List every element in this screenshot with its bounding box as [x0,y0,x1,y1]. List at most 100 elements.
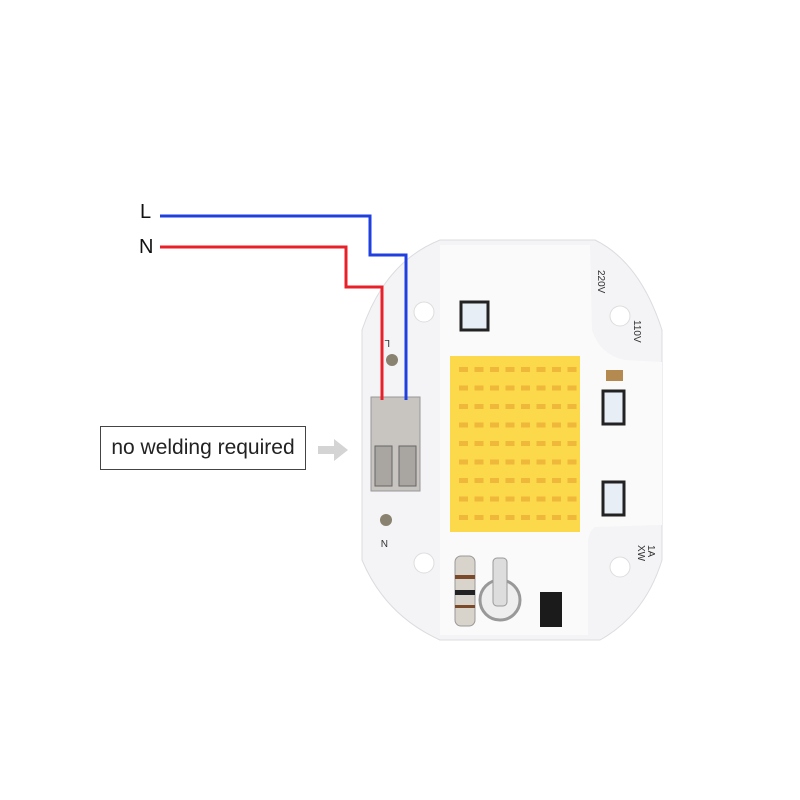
solder-pad [386,354,398,366]
line-wire [160,214,408,400]
led-chip [505,459,515,465]
smd-component [601,480,626,517]
led-chip [521,367,530,372]
led-chip [474,367,484,372]
led-chip [459,422,468,428]
led-chip [521,404,530,409]
led-chip [490,385,499,391]
led-chip [490,459,499,465]
led-chip [552,459,561,465]
led-chip [490,515,499,520]
led-chip [536,441,546,446]
led-chip [567,515,577,520]
solder-pad [380,514,392,526]
led-chip [505,478,515,483]
silk-1a: 1A [645,545,656,558]
led-chip [567,496,577,502]
led-chip [521,459,530,465]
led-chip [552,367,561,372]
led-chip [521,515,530,520]
led-chip [490,404,499,409]
led-chip [459,459,468,465]
led-chip [521,385,530,391]
led-chip [552,441,561,446]
led-chip [474,496,484,502]
smd-component [459,300,490,332]
mounting-hole [413,552,435,574]
led-chip [536,515,546,520]
led-chip [521,496,530,502]
led-chip [567,478,577,483]
no-welding-callout: no welding required [100,426,306,470]
arrow-right-icon [318,439,348,461]
silk-n: N [381,537,388,548]
led-chip [567,367,577,372]
terminal-clip [398,445,417,487]
ic-chip [540,592,562,627]
led-chip [567,459,577,465]
led-chip [474,441,484,446]
led-dot-grid [459,367,577,520]
mounting-hole [413,301,435,323]
led-chip [490,441,499,446]
led-chip [505,385,515,391]
led-chip [521,441,530,446]
resistor-band [455,575,475,579]
led-chip [552,385,561,391]
led-chip [536,385,546,391]
led-chip [474,478,484,483]
led-chip [505,404,515,409]
led-chip [552,404,561,409]
led-chip [567,385,577,391]
led-chip [474,515,484,520]
led-chip [490,367,499,372]
fuse-tab [492,557,508,607]
led-chip [521,478,530,483]
led-chip [505,515,515,520]
line-label: L [140,201,152,223]
resistor-band [455,590,475,595]
led-chip [536,496,546,502]
led-chip [505,422,515,428]
terminal-clip [374,445,393,487]
led-chip [490,422,499,428]
led-chip [459,385,468,391]
led-chip [459,478,468,483]
led-chip [552,478,561,483]
silk-l: L [384,337,390,348]
led-chip [474,459,484,465]
led-chip [459,404,468,409]
led-chip [521,422,530,428]
led-chip [552,496,561,502]
led-chip [536,478,546,483]
mounting-hole [609,556,631,578]
led-chip [490,478,499,483]
led-chip [505,441,515,446]
led-chip [536,367,546,372]
led-chip [490,496,499,502]
led-chip [474,404,484,409]
led-chip [505,367,515,372]
resistor-band [455,605,475,608]
led-chip [567,441,577,446]
led-chip [552,422,561,428]
silk-220v: 220V [595,270,606,294]
mounting-hole [609,305,631,327]
led-chip [536,459,546,465]
neutral-wire [160,245,384,400]
led-chip [459,367,468,372]
led-chip [505,496,515,502]
led-chip [567,422,577,428]
led-chip [474,422,484,428]
led-chip [552,515,561,520]
led-chip [536,422,546,428]
silk-xw: XW [635,545,646,562]
led-chip [459,496,468,502]
led-chip [567,404,577,409]
capacitor [606,370,623,381]
led-chip [474,385,484,391]
smd-component [601,389,626,426]
neutral-label: N [139,236,154,258]
